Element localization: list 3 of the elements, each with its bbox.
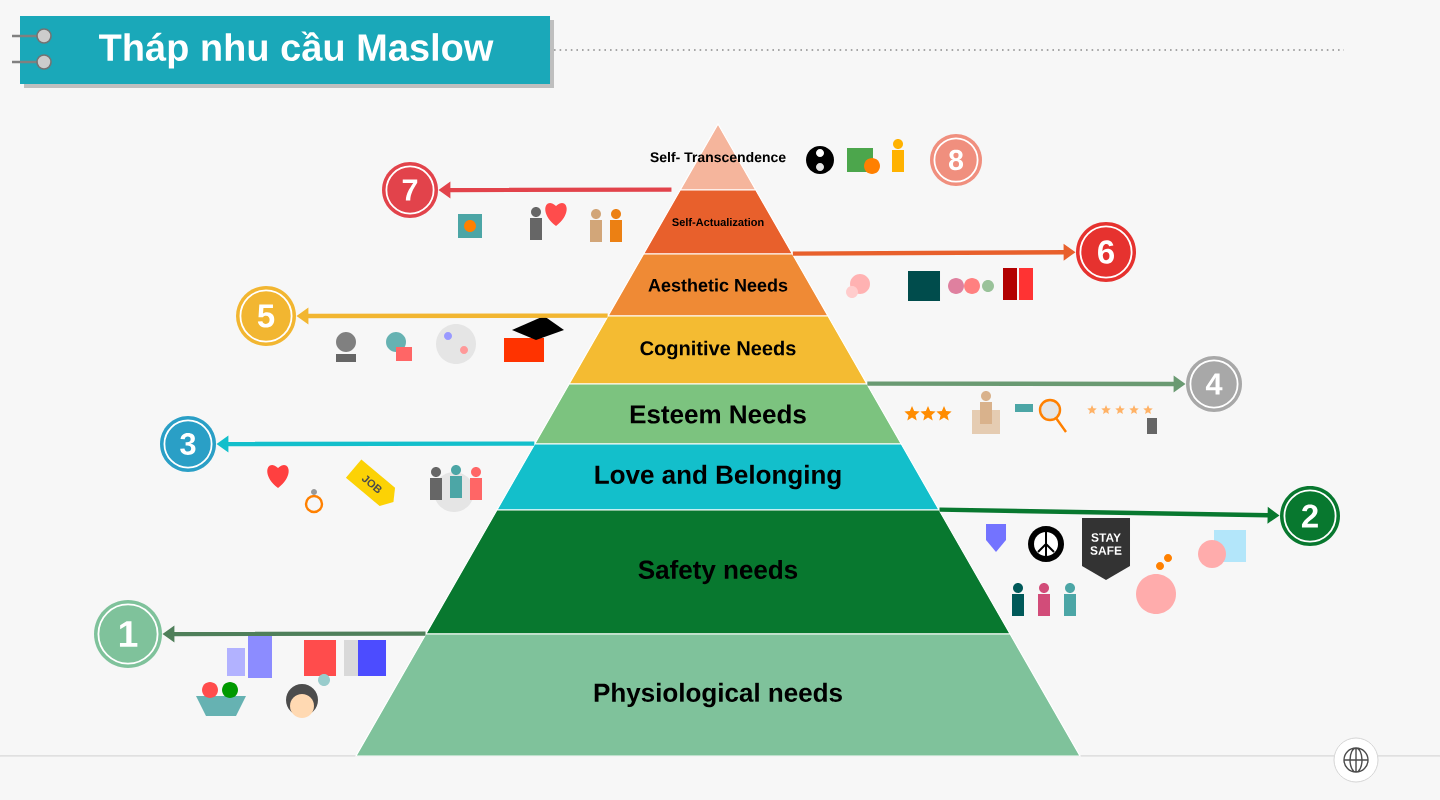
pyramid-layer: Cognitive Needs [568, 315, 868, 385]
pyramid-layer: Aesthetic Needs [607, 253, 830, 317]
title-banner: Tháp nhu cầu Maslow [20, 16, 554, 88]
